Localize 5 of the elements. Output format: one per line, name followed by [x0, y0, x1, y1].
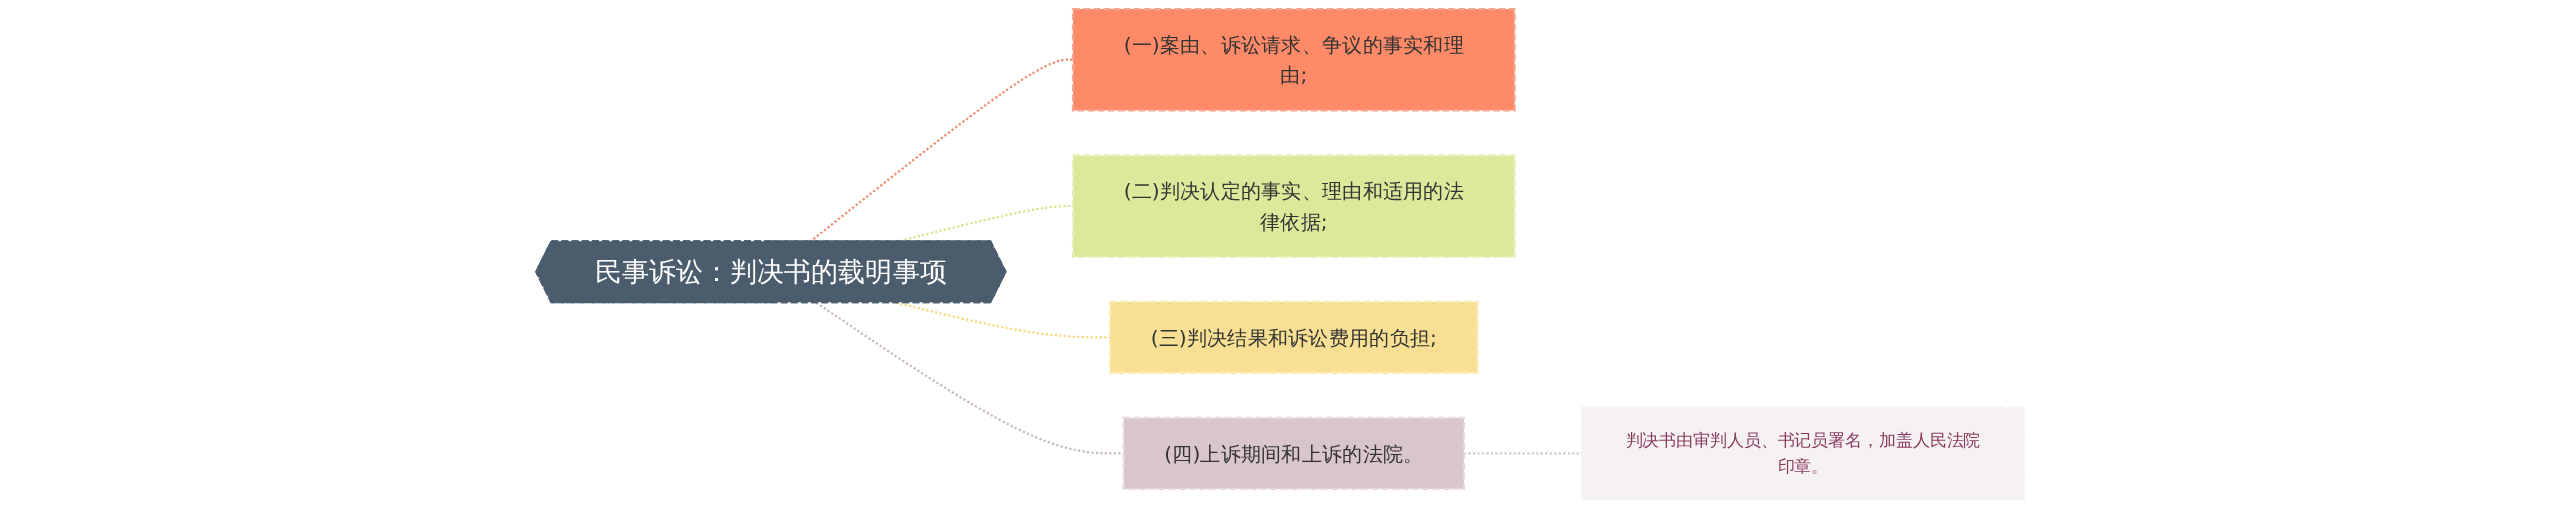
node-box: (二)判决认定的事实、理由和适用的法律依据; [1071, 154, 1516, 258]
node-box: (四)上诉期间和上诉的法院。 [1122, 416, 1466, 490]
node-box: (一)案由、诉讼请求、争议的事实和理由; [1071, 7, 1516, 112]
node-box: 判决书由审判人员、书记员署名，加盖人民法院印章。 [1581, 406, 2025, 501]
node-box: (三)判决结果和诉讼费用的负担; [1109, 300, 1479, 374]
